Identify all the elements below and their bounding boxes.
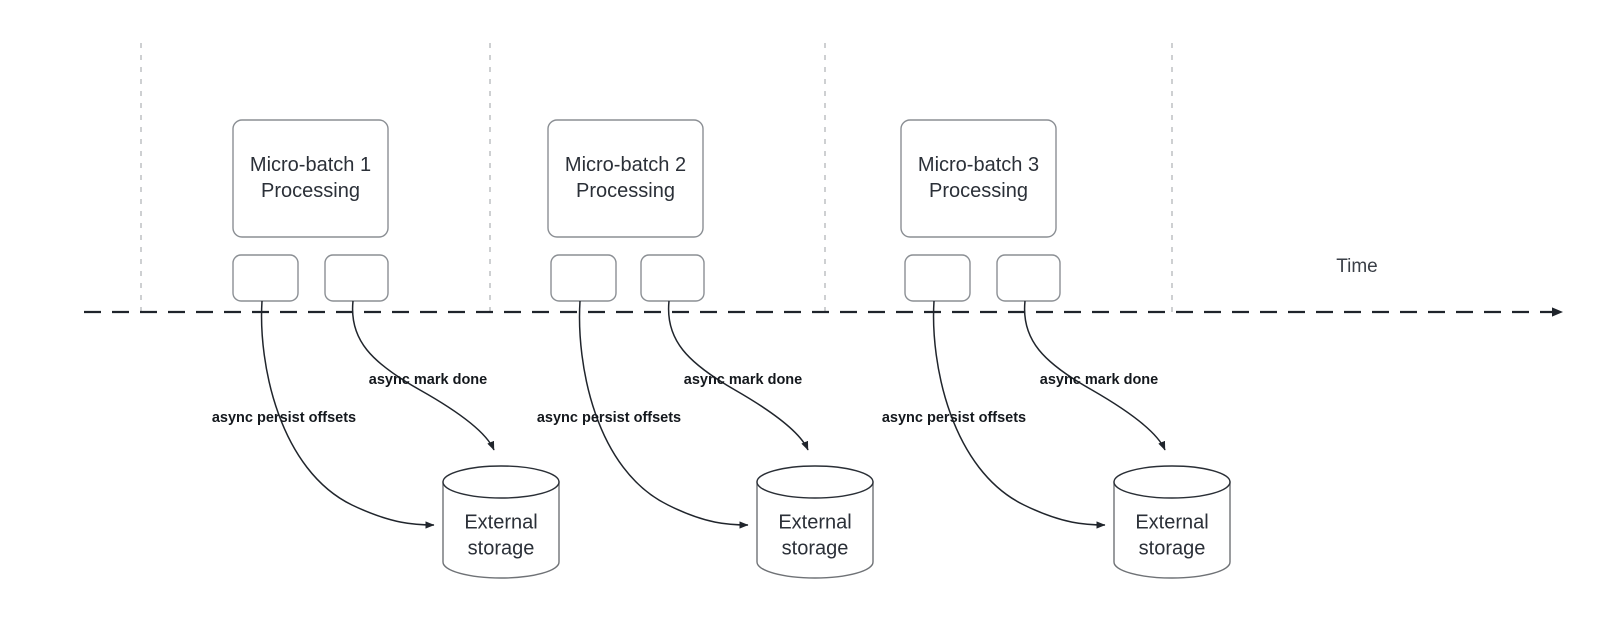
persist-offsets-task-3[interactable] xyxy=(904,254,971,302)
external-storage-3-top xyxy=(1113,465,1231,499)
external-storage-2-label-line1: External xyxy=(778,511,851,533)
micro-batch-title-line1-3: Micro-batch 3 xyxy=(918,154,1039,176)
mark-done-task-1[interactable] xyxy=(324,254,389,302)
async-persist-offsets-edge-2-label: async persist offsets xyxy=(537,410,681,426)
mark-done-task-3[interactable] xyxy=(996,254,1061,302)
async-mark-done-edge-1 xyxy=(351,300,495,451)
async-mark-done-edge-3 xyxy=(1023,300,1166,451)
mark-done-task-2[interactable] xyxy=(640,254,705,302)
batch-group-2: Micro-batch 2 Processing async persist off… xyxy=(537,119,874,579)
micro-batch-title-line2-3: Processing xyxy=(929,180,1028,202)
batches-group: Micro-batch 1 Processing async persist off… xyxy=(212,119,1231,579)
persist-offsets-task-1[interactable] xyxy=(232,254,299,302)
timeline-axis-group: Time xyxy=(84,256,1563,317)
async-persist-offsets-edge-2 xyxy=(578,300,749,529)
micro-batch-processing-box-2[interactable] xyxy=(547,119,704,238)
async-persist-offsets-edge-1 xyxy=(260,300,435,529)
async-persist-offsets-edge-3-label: async persist offsets xyxy=(882,410,1026,426)
micro-batch-title-line2-2: Processing xyxy=(576,180,675,202)
external-storage-3-label-line1: External xyxy=(1135,511,1208,533)
tick-lines-group xyxy=(140,43,1173,312)
async-persist-offsets-edge-3 xyxy=(932,300,1106,529)
async-mark-done-edge-2 xyxy=(667,300,809,451)
batch-group-3: Micro-batch 3 Processing async persist off… xyxy=(882,119,1231,579)
micro-batch-processing-box-3[interactable] xyxy=(900,119,1057,238)
async-mark-done-edge-2-label: async mark done xyxy=(684,372,802,388)
external-storage-2-top xyxy=(756,465,874,499)
external-storage-1-body[interactable] xyxy=(442,481,560,579)
micro-batch-title-line1-2: Micro-batch 2 xyxy=(565,154,686,176)
batch-group-1: Micro-batch 1 Processing async persist off… xyxy=(212,119,560,579)
micro-batch-title-line1-1: Micro-batch 1 xyxy=(250,154,371,176)
persist-offsets-task-2[interactable] xyxy=(550,254,617,302)
external-storage-2-label-line2: storage xyxy=(782,537,849,559)
external-storage-2-body[interactable] xyxy=(756,481,874,579)
async-persist-offsets-edge-1-label: async persist offsets xyxy=(212,410,356,426)
async-mark-done-edge-1-label: async mark done xyxy=(369,372,487,388)
time-axis-label: Time xyxy=(1336,256,1378,277)
async-mark-done-edge-3-label: async mark done xyxy=(1040,372,1158,388)
external-storage-3-body[interactable] xyxy=(1113,481,1231,579)
external-storage-1-top xyxy=(442,465,560,499)
micro-batch-title-line2-1: Processing xyxy=(261,180,360,202)
micro-batch-processing-box-1[interactable] xyxy=(232,119,389,238)
external-storage-1-label-line1: External xyxy=(464,511,537,533)
external-storage-3-label-line2: storage xyxy=(1139,537,1206,559)
external-storage-1-label-line2: storage xyxy=(468,537,535,559)
